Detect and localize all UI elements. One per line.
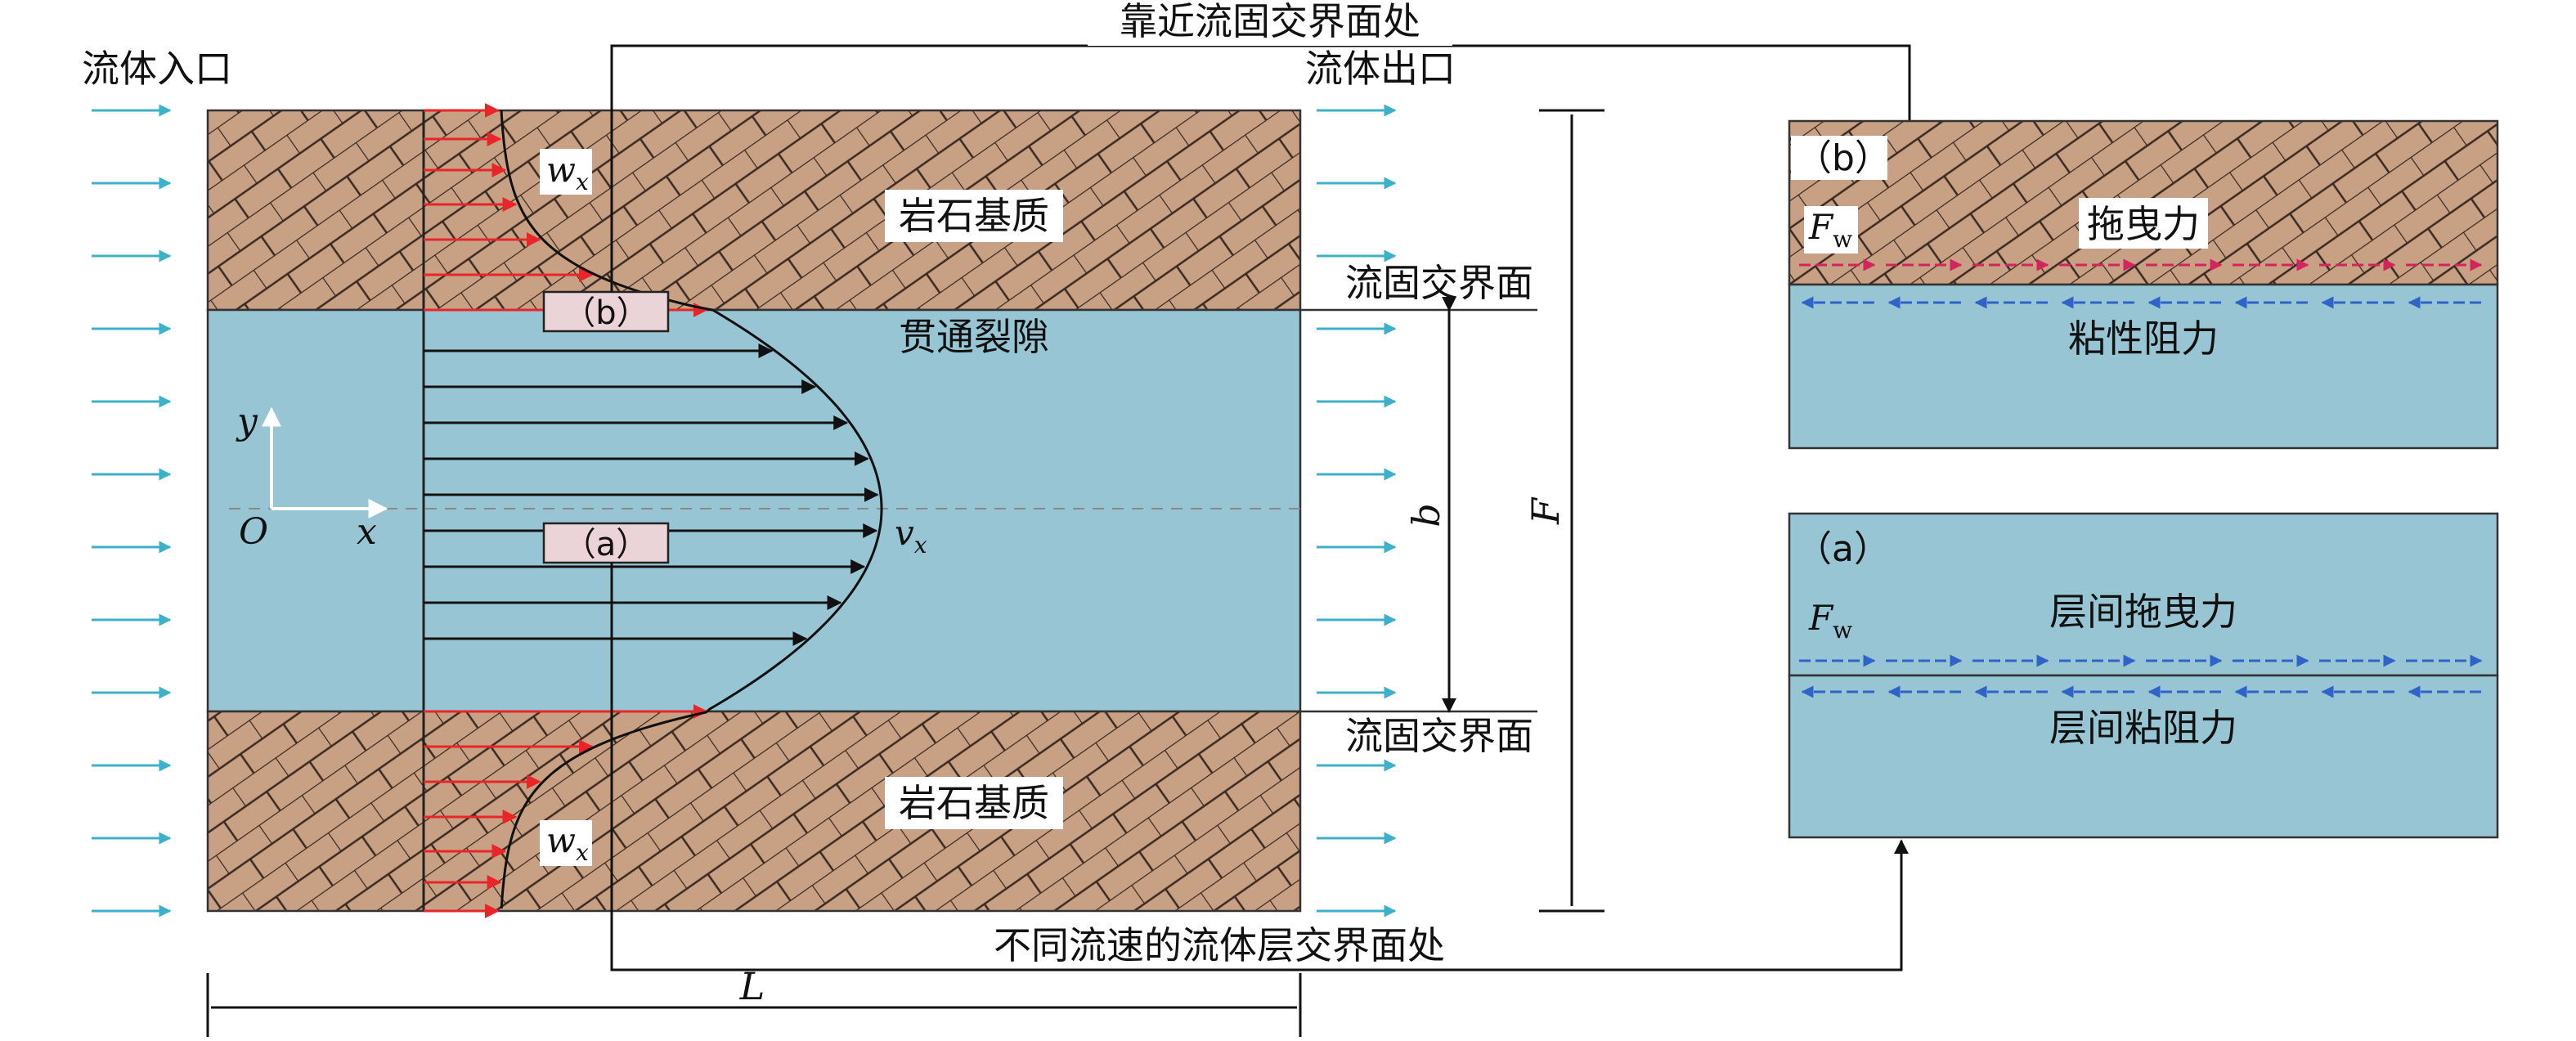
layer-interface-label: 不同流速的流体层交界面处 — [994, 923, 1445, 967]
panel-b-fluid — [1788, 283, 2499, 450]
tag-b-box — [542, 290, 670, 333]
panel-a-fluid-top — [1788, 512, 2499, 677]
tag-a-label: （a） — [563, 526, 649, 563]
rock-top-label: 岩石基质 — [899, 194, 1049, 238]
panel-b-drag-bg — [2079, 198, 2208, 249]
velocity-profile-curve — [500, 110, 883, 909]
panel-a-fluid-bottom — [1788, 674, 2499, 839]
panel-b-fw: Fw — [1808, 207, 1852, 253]
panel-a-drag-label: 层间拖曳力 — [2049, 590, 2237, 634]
tag-a-box — [542, 522, 670, 564]
interface-bottom-label: 流固交界面 — [1345, 714, 1533, 758]
rock-top-label-bg — [885, 190, 1063, 242]
wx-bottom-label: wx — [546, 820, 589, 866]
inlet-arrows — [92, 104, 172, 918]
panel-b-fw-bg — [1804, 206, 1858, 254]
dim-b-label: b — [1404, 503, 1448, 527]
panel-b-tag: （b） — [1796, 137, 1891, 179]
axis-y-label: y — [236, 401, 258, 442]
layer-interface-label-bg — [962, 924, 1477, 968]
wx-top-label: wx — [546, 150, 589, 195]
near-interface-label: 靠近流固交界面处 — [1120, 0, 1420, 43]
axis-x-label: x — [357, 511, 377, 553]
near-interface-label-bg — [1088, 2, 1452, 46]
wx-top-bg — [540, 149, 592, 195]
panel-a-viscous-label: 层间粘阻力 — [2049, 706, 2237, 750]
rock-bottom-label-bg — [885, 777, 1063, 829]
panel-b-drag-label: 拖曳力 — [2087, 202, 2200, 246]
connector-a — [610, 563, 1909, 971]
wx-bottom-bg — [540, 820, 592, 866]
rock-matrix-bottom — [206, 710, 1302, 913]
fracture-label: 贯通裂隙 — [899, 315, 1049, 359]
panel-b-viscous-label: 粘性阻力 — [2068, 316, 2219, 361]
dim-L-label: L — [739, 964, 765, 1008]
outlet-label: 流体出口 — [1305, 47, 1456, 91]
outlet-arrows — [1317, 104, 1397, 918]
panel-a-fw: Fw — [1808, 598, 1852, 644]
tag-b-label: （b） — [563, 294, 648, 332]
through-fracture — [206, 308, 1302, 713]
interface-top-label: 流固交界面 — [1345, 261, 1533, 305]
fluid-velocity-arrows — [424, 343, 879, 646]
rock-matrix-top — [206, 109, 1302, 312]
panel-a-tag: （a） — [1796, 528, 1890, 570]
panel-b-tag-bg — [1791, 136, 1887, 180]
dim-F-label: F — [1524, 496, 1568, 525]
inlet-label: 流体入口 — [82, 47, 232, 91]
vx-label: vx — [895, 513, 927, 559]
origin-label: O — [239, 511, 268, 553]
rock-bottom-label: 岩石基质 — [899, 781, 1049, 825]
